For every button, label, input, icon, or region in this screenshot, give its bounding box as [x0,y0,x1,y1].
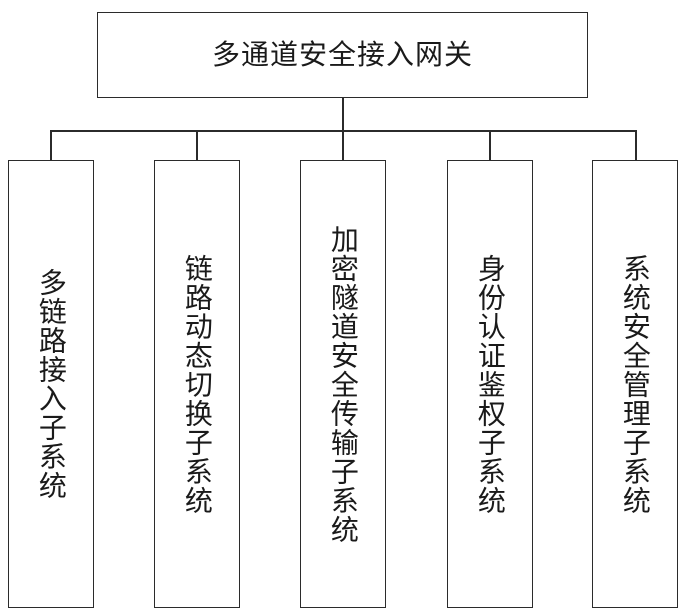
root-node[interactable]: 多通道安全接入网关 [97,12,588,98]
connector-drop-2 [196,130,198,160]
child-node-4-label: 身份认证鉴权子系统 [474,253,506,515]
child-node-1-label: 多链路接入子系统 [35,268,67,500]
child-node-2[interactable]: 链路动态切换子系统 [154,160,240,608]
child-node-3-label: 加密隧道安全传输子系统 [327,224,359,544]
child-node-4[interactable]: 身份认证鉴权子系统 [447,160,533,608]
connector-drop-1 [50,130,52,160]
child-node-2-label: 链路动态切换子系统 [181,253,213,515]
connector-drop-3 [342,130,344,160]
connector-drop-5 [635,130,637,160]
child-node-5[interactable]: 系统安全管理子系统 [592,160,678,608]
child-node-1[interactable]: 多链路接入子系统 [8,160,94,608]
child-node-5-label: 系统安全管理子系统 [619,253,651,515]
child-node-3[interactable]: 加密隧道安全传输子系统 [300,160,386,608]
root-node-label: 多通道安全接入网关 [211,39,473,70]
connector-root-stem [342,98,344,131]
connector-drop-4 [489,130,491,160]
